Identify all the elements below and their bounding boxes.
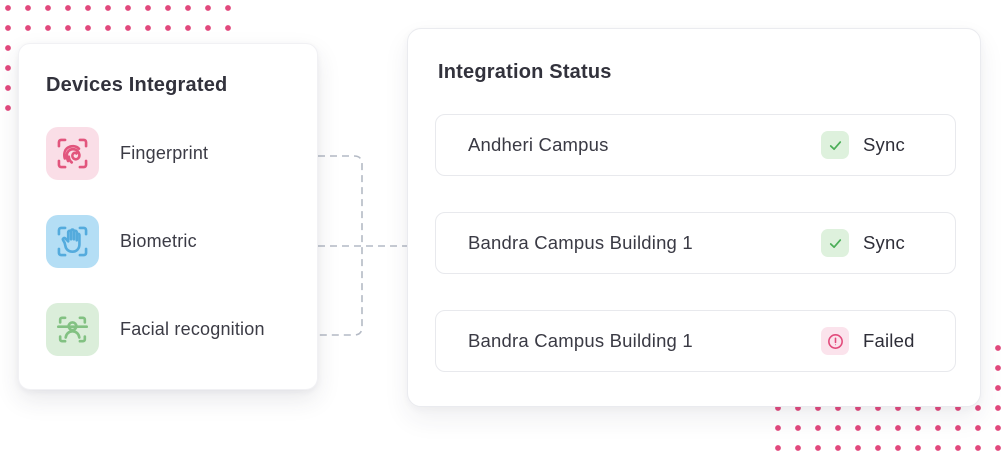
checkmark-icon [821, 229, 849, 257]
device-list: Fingerprint Biometric [46, 127, 291, 356]
devices-card-title: Devices Integrated [46, 74, 228, 96]
status-indicator: Sync [821, 229, 905, 257]
device-item-label: Fingerprint [120, 143, 209, 163]
face-scan-icon [46, 303, 99, 356]
device-item-facial-recognition[interactable]: Facial recognition [46, 303, 291, 356]
status-row-name: Andheri Campus [468, 134, 609, 155]
status-label: Sync [863, 134, 905, 155]
status-row-name: Bandra Campus Building 1 [468, 330, 693, 351]
status-row-list: Andheri Campus Sync Bandra Campus Buildi… [435, 114, 956, 372]
hand-scan-icon [46, 215, 99, 268]
device-item-biometric[interactable]: Biometric [46, 215, 291, 268]
integration-status-card: Integration Status Andheri Campus Sync B… [407, 28, 981, 407]
status-indicator: Failed [821, 327, 915, 355]
fingerprint-scan-icon [46, 127, 99, 180]
devices-integrated-card: Devices Integrated Fingerprint [18, 43, 318, 390]
connector-dashed-lines [318, 155, 407, 336]
status-row-name: Bandra Campus Building 1 [468, 232, 693, 253]
status-row-bandra-campus-1[interactable]: Bandra Campus Building 1 Sync [435, 212, 956, 274]
status-label: Sync [863, 232, 905, 253]
device-item-label: Facial recognition [120, 319, 265, 339]
alert-circle-icon [821, 327, 849, 355]
checkmark-icon [821, 131, 849, 159]
status-card-title: Integration Status [438, 61, 612, 83]
device-item-label: Biometric [120, 231, 197, 251]
status-row-bandra-campus-2[interactable]: Bandra Campus Building 1 Failed [435, 310, 956, 372]
status-row-andheri-campus[interactable]: Andheri Campus Sync [435, 114, 956, 176]
status-indicator: Sync [821, 131, 905, 159]
status-label: Failed [863, 330, 915, 351]
device-item-fingerprint[interactable]: Fingerprint [46, 127, 291, 180]
